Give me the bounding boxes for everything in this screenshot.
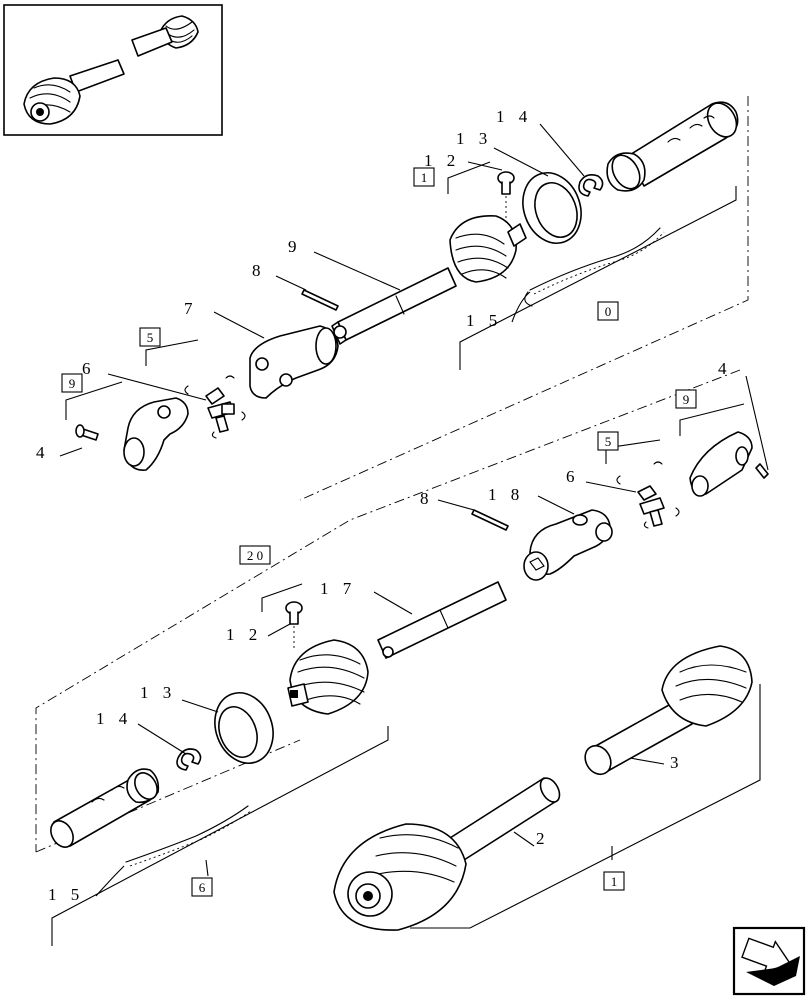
- callout-6-left: 6: [82, 359, 96, 378]
- boot-top: [449, 215, 527, 283]
- ref-box-9-right: 9: [675, 389, 697, 409]
- bracket-box1-top: [447, 161, 491, 194]
- yoke-9-right: [689, 431, 753, 497]
- clip-14-top: [578, 174, 604, 197]
- ref-box-9-left: 9: [61, 373, 83, 393]
- profile-tube-17: [377, 581, 507, 659]
- assembly-envelope-top: [299, 96, 749, 501]
- ref-box-0-top: 0: [597, 301, 619, 321]
- bracket-box9-left: [65, 381, 123, 420]
- assembled-shaft-thumbnail: [3, 4, 223, 136]
- callout-12-bottom: 1 2: [226, 625, 262, 644]
- callout-14-top: 1 4: [496, 107, 532, 126]
- guard-3: [584, 645, 753, 776]
- guard-2: [333, 777, 561, 931]
- bracket-box5-left: [145, 339, 199, 366]
- screw-4-right: [745, 375, 769, 479]
- ref-box-6-bottom: 6: [191, 877, 213, 897]
- svg-text:1: 1: [611, 874, 618, 889]
- pin-8-top: [301, 289, 339, 311]
- callout-12-top: 1 2: [424, 151, 460, 170]
- callout-14-bottom: 1 4: [96, 709, 132, 728]
- svg-text:2 0: 2 0: [247, 548, 263, 563]
- callout-18: 1 8: [488, 485, 524, 504]
- svg-text:9: 9: [69, 376, 76, 391]
- callout-17: 1 7: [320, 579, 356, 598]
- ref-box-20: 2 0: [239, 545, 271, 565]
- yoke-18: [523, 509, 613, 581]
- callout-4-right: 4: [718, 359, 732, 378]
- boot-bottom: [287, 639, 369, 715]
- bracket-top: [459, 186, 737, 370]
- assembly-envelope-mid: [35, 369, 741, 852]
- callout-6-right: 6: [566, 467, 580, 486]
- svg-text:5: 5: [605, 434, 612, 449]
- callout-4-left: 4: [36, 443, 50, 462]
- callout-7: 7: [184, 299, 198, 318]
- ring-13-bottom: [214, 692, 274, 764]
- outer-tube-top: [606, 101, 739, 192]
- ref-box-1-bottom: 1: [603, 871, 625, 891]
- svg-text:5: 5: [147, 330, 154, 345]
- callout-8-top: 8: [252, 261, 266, 280]
- screw-12-bottom: [285, 601, 303, 650]
- bracket-bottom-right: [410, 684, 761, 929]
- svg-text:1: 1: [421, 170, 428, 185]
- svg-text:0: 0: [605, 304, 612, 319]
- ring-13-top: [522, 172, 582, 244]
- next-page-arrow-icon[interactable]: [732, 926, 806, 996]
- svg-text:9: 9: [683, 392, 690, 407]
- svg-text:6: 6: [199, 880, 206, 895]
- ref-box-1-top: 1: [413, 167, 435, 187]
- cross-journal-6-top: [184, 375, 246, 439]
- bracket-bottom-left: [51, 726, 389, 946]
- callout-3: 3: [670, 753, 684, 772]
- safety-chain-bottom: [125, 805, 253, 867]
- callout-13-top: 1 3: [456, 129, 492, 148]
- clip-14-bottom: [176, 748, 202, 771]
- callout-15-top: 1 5: [466, 311, 502, 330]
- screw-12-top: [497, 171, 515, 226]
- cross-journal-6-bottom: [616, 461, 680, 529]
- yoke-9-left: [123, 397, 189, 471]
- callout-15-bottom: 1 5: [48, 885, 84, 904]
- bracket-box20: [261, 583, 303, 612]
- callout-2: 2: [536, 829, 550, 848]
- bracket-box9-right: [679, 403, 745, 436]
- yoke-7: [249, 325, 339, 399]
- screw-4-left: [75, 424, 99, 441]
- callout-9: 9: [288, 237, 302, 256]
- ref-box-5-left: 5: [139, 327, 161, 347]
- callout-13-bottom: 1 3: [140, 683, 176, 702]
- callout-8-mid: 8: [420, 489, 434, 508]
- profile-tube-9: [331, 267, 457, 345]
- inner-tube-bottom: [50, 768, 160, 848]
- pin-8-mid: [471, 509, 509, 531]
- ref-box-5-right: 5: [597, 431, 619, 451]
